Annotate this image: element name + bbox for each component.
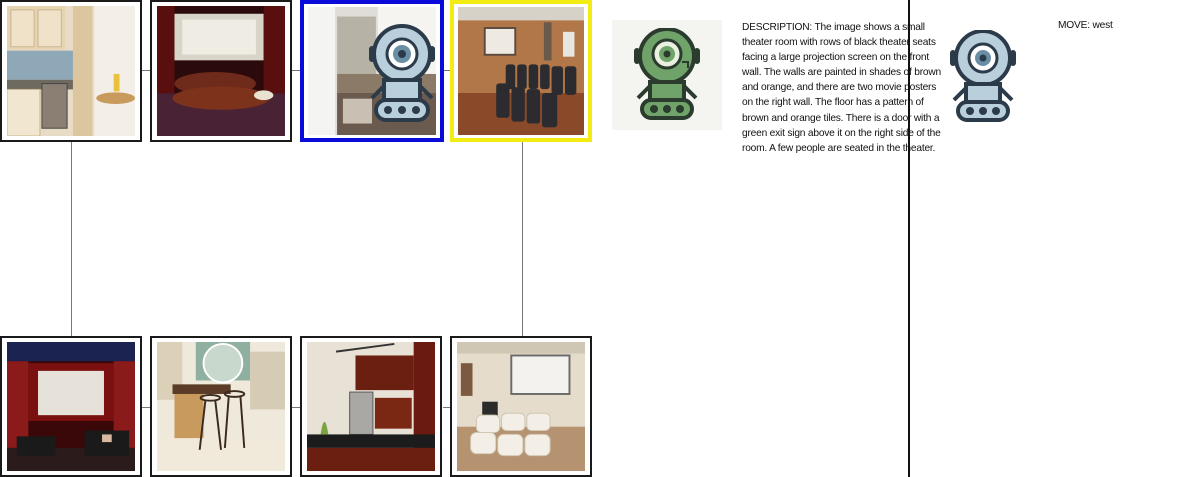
map-connector	[71, 142, 72, 336]
map-tile-current[interactable]	[300, 0, 444, 142]
map-tile-kitchen-island[interactable]	[150, 336, 292, 477]
scene-description: DESCRIPTION: The image shows a small the…	[742, 22, 942, 154]
map-connector	[140, 70, 150, 71]
red-theater-photo	[7, 342, 135, 471]
blue-robot-icon	[369, 24, 435, 122]
home-theater-photo	[157, 6, 285, 136]
green-robot-icon	[634, 28, 700, 120]
white-sofa-theater-photo	[457, 342, 585, 471]
map-connector	[291, 407, 300, 408]
theater-seats-photo	[458, 7, 584, 135]
kitchen-photo	[7, 6, 135, 136]
map-tile-kitchen-counter[interactable]	[300, 336, 442, 477]
map-connector	[291, 70, 300, 71]
map-tile-white-sofa-theater[interactable]	[450, 336, 592, 477]
map-connector	[443, 70, 450, 71]
map-tile-red-theater[interactable]	[0, 336, 142, 477]
agent-avatar-card	[612, 20, 722, 130]
panel-divider	[908, 0, 910, 477]
map-connector	[443, 407, 450, 408]
map-tile-target[interactable]	[450, 0, 592, 142]
kitchen-island-photo	[157, 342, 285, 471]
map-tile-home-theater[interactable]	[150, 0, 292, 142]
map-tile-kitchen[interactable]	[0, 0, 142, 142]
move-label: MOVE: west	[1058, 20, 1113, 31]
map-connector	[522, 142, 523, 336]
map-connector	[140, 407, 150, 408]
blue-robot-icon	[950, 30, 1016, 122]
kitchen-counter-photo	[307, 342, 435, 471]
